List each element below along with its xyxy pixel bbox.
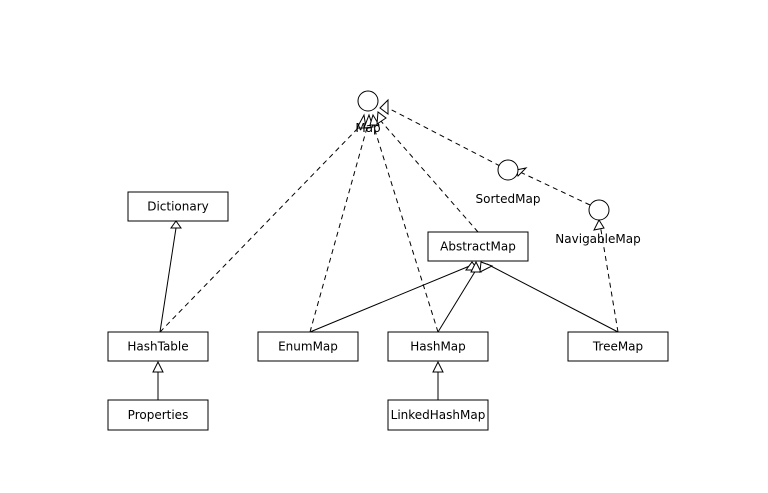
interface-map[interactable]: Map [355, 90, 381, 135]
map-interface-icon [357, 90, 379, 112]
edge-abstractmap-map [379, 119, 479, 233]
navigablemap-interface-icon [588, 199, 610, 221]
class-label: AbstractMap [440, 240, 516, 254]
interface-label: SortedMap [476, 192, 541, 206]
interface-sortedmap[interactable]: SortedMap [476, 159, 541, 206]
edge-treemap-abstractmap [486, 263, 619, 333]
edge-hashmap-map [372, 123, 439, 333]
interface-label: NavigableMap [555, 232, 640, 246]
class-label: HashTable [127, 340, 188, 354]
class-label: TreeMap [592, 340, 643, 354]
class-treemap[interactable]: TreeMap [567, 331, 669, 362]
arrowhead-map-5 [379, 98, 389, 115]
edge-hashmap-abstractmap [437, 269, 477, 333]
class-linkedhashmap[interactable]: LinkedHashMap [387, 399, 489, 431]
class-hashmap[interactable]: HashMap [387, 331, 489, 362]
class-dictionary[interactable]: Dictionary [127, 191, 229, 222]
class-abstractmap[interactable]: AbstractMap [427, 231, 529, 262]
arrowhead-dictionary [170, 220, 182, 229]
arrowhead-hashmap [432, 360, 444, 373]
edge-sortedmap-map [387, 107, 501, 167]
class-label: Dictionary [147, 200, 209, 214]
class-hashtable[interactable]: HashTable [107, 331, 209, 362]
edge-enummap-map [309, 123, 369, 333]
class-properties[interactable]: Properties [107, 399, 209, 431]
class-label: EnumMap [278, 340, 338, 354]
relations [157, 107, 619, 400]
edge-enummap-abstractmap [309, 264, 473, 333]
arrowhead-map-4 [376, 111, 387, 125]
sortedmap-interface-icon [497, 159, 519, 181]
class-label: HashMap [410, 340, 466, 354]
class-label: LinkedHashMap [391, 408, 486, 422]
arrowhead-navigablemap [593, 218, 605, 231]
class-enummap[interactable]: EnumMap [257, 331, 359, 362]
interface-label: Map [355, 121, 380, 135]
edge-navigablemap-sortedmap [519, 171, 591, 206]
interface-navigablemap[interactable]: NavigableMap [555, 199, 641, 246]
class-label: Properties [128, 408, 189, 422]
arrowhead-map-1 [356, 113, 367, 129]
arrowhead-abstractmap-2 [470, 260, 482, 273]
arrowhead-abstractmap-3 [479, 261, 494, 273]
edge-hashtable-map [159, 123, 363, 333]
edge-hashtable-dictionary [159, 227, 177, 333]
edge-treemap-navigablemap [599, 223, 619, 333]
arrowhead-hashtable [152, 360, 164, 373]
